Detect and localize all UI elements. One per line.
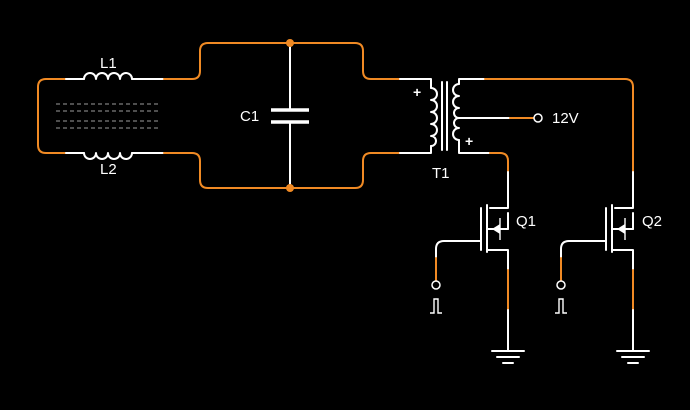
transformer-t1-label: T1 — [432, 165, 450, 182]
inductor-l1-icon — [83, 72, 133, 80]
inductor-l2-icon — [83, 152, 133, 160]
pulse-source-q2-icon — [555, 280, 567, 314]
ground-q1-icon — [491, 350, 525, 364]
secondary-polarity-mark: + — [465, 133, 473, 149]
inductor-l2-label: L2 — [100, 161, 117, 178]
mosfet-q1-icon — [435, 171, 509, 351]
transistor-q2-label: Q2 — [642, 213, 662, 230]
pulse-source-q1-icon — [430, 280, 442, 314]
transformer-t1-icon — [430, 81, 460, 151]
capacitor-c1-icon — [271, 42, 309, 189]
left-loop-wires — [37, 42, 291, 189]
inductor-l1-label: L1 — [100, 55, 117, 72]
primary-polarity-mark: + — [413, 84, 421, 100]
ground-q2-icon — [616, 350, 650, 364]
supply-12v-label: 12V — [552, 110, 579, 127]
mosfet-q2-icon — [560, 171, 634, 351]
capacitor-c1-label: C1 — [240, 108, 259, 125]
primary-loop-wires — [289, 42, 432, 189]
secondary-wires — [458, 78, 634, 173]
inductor-core-lines — [56, 103, 160, 129]
transistor-q1-label: Q1 — [516, 213, 536, 230]
terminal-icon — [533, 113, 543, 123]
